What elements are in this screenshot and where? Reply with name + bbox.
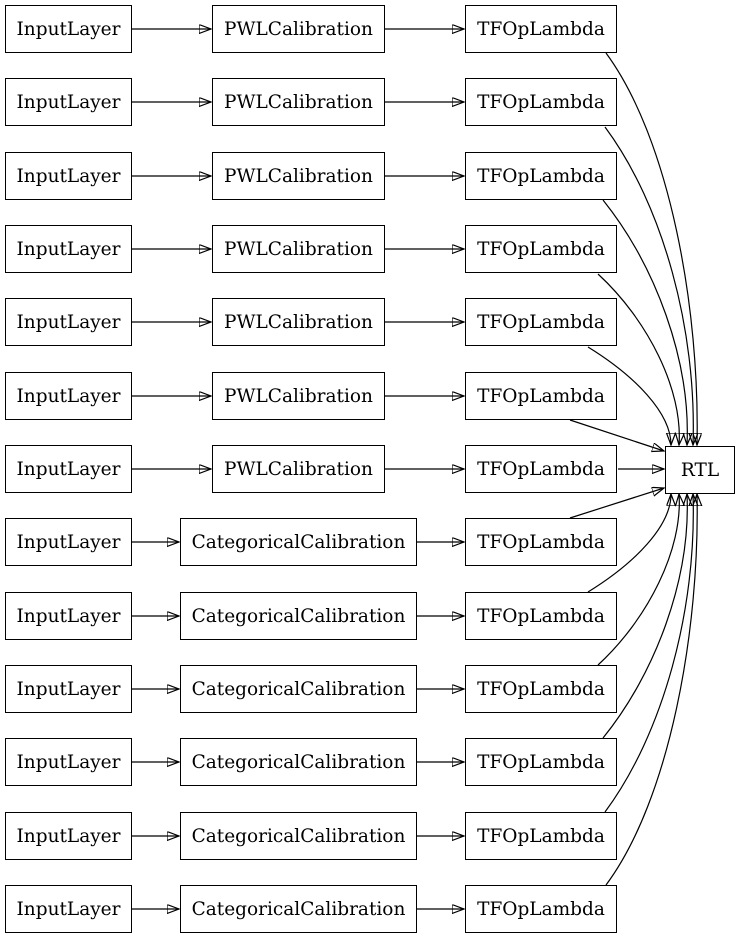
node-tfoplambda-13: TFOpLambda <box>465 885 617 933</box>
edge-lambda-rtl-row10 <box>597 494 679 666</box>
node-tfoplambda-1: TFOpLambda <box>465 5 617 53</box>
node-pwlcalibration-3: PWLCalibration <box>212 152 385 200</box>
node-tfoplambda-3: TFOpLambda <box>465 152 617 200</box>
edge-lambda-rtl-row4 <box>597 273 679 445</box>
node-categoricalcalibration-1: CategoricalCalibration <box>180 518 417 566</box>
node-tfoplambda-9: TFOpLambda <box>465 592 617 640</box>
node-inputlayer-6: InputLayer <box>5 372 132 420</box>
edge-lambda-rtl-row13 <box>605 494 697 886</box>
node-inputlayer-11: InputLayer <box>5 738 132 786</box>
node-pwlcalibration-5: PWLCalibration <box>212 298 385 346</box>
edge-lambda-rtl-row3 <box>602 199 687 445</box>
edge-lambda-rtl-row5 <box>587 346 671 445</box>
node-pwlcalibration-7: PWLCalibration <box>212 445 385 493</box>
node-categoricalcalibration-5: CategoricalCalibration <box>180 812 417 860</box>
node-rtl: RTL <box>665 446 735 494</box>
node-pwlcalibration-1: PWLCalibration <box>212 5 385 53</box>
edge-lambda-rtl-row11 <box>602 494 687 739</box>
node-categoricalcalibration-4: CategoricalCalibration <box>180 738 417 786</box>
node-pwlcalibration-6: PWLCalibration <box>212 372 385 420</box>
node-inputlayer-5: InputLayer <box>5 298 132 346</box>
node-inputlayer-9: InputLayer <box>5 592 132 640</box>
node-inputlayer-10: InputLayer <box>5 665 132 713</box>
edge-lambda-rtl-row12 <box>604 494 693 813</box>
node-inputlayer-12: InputLayer <box>5 812 132 860</box>
edge-lambda-rtl-row6 <box>569 419 664 451</box>
edge-lambda-rtl-row9 <box>587 494 671 593</box>
node-pwlcalibration-2: PWLCalibration <box>212 78 385 126</box>
node-tfoplambda-5: TFOpLambda <box>465 298 617 346</box>
node-tfoplambda-10: TFOpLambda <box>465 665 617 713</box>
node-inputlayer-1: InputLayer <box>5 5 132 53</box>
node-categoricalcalibration-3: CategoricalCalibration <box>180 665 417 713</box>
node-inputlayer-8: InputLayer <box>5 518 132 566</box>
node-inputlayer-7: InputLayer <box>5 445 132 493</box>
node-tfoplambda-7: TFOpLambda <box>465 445 617 493</box>
node-tfoplambda-12: TFOpLambda <box>465 812 617 860</box>
node-tfoplambda-11: TFOpLambda <box>465 738 617 786</box>
node-tfoplambda-8: TFOpLambda <box>465 518 617 566</box>
node-inputlayer-3: InputLayer <box>5 152 132 200</box>
node-inputlayer-13: InputLayer <box>5 885 132 933</box>
node-inputlayer-2: InputLayer <box>5 78 132 126</box>
node-pwlcalibration-4: PWLCalibration <box>212 225 385 273</box>
node-inputlayer-4: InputLayer <box>5 225 132 273</box>
node-tfoplambda-4: TFOpLambda <box>465 225 617 273</box>
node-categoricalcalibration-2: CategoricalCalibration <box>180 592 417 640</box>
edge-lambda-rtl-row2 <box>604 126 693 445</box>
edge-lambda-rtl-row8 <box>569 488 664 519</box>
edge-lambda-rtl-row1 <box>605 52 697 445</box>
node-categoricalcalibration-6: CategoricalCalibration <box>180 885 417 933</box>
node-tfoplambda-2: TFOpLambda <box>465 78 617 126</box>
node-tfoplambda-6: TFOpLambda <box>465 372 617 420</box>
